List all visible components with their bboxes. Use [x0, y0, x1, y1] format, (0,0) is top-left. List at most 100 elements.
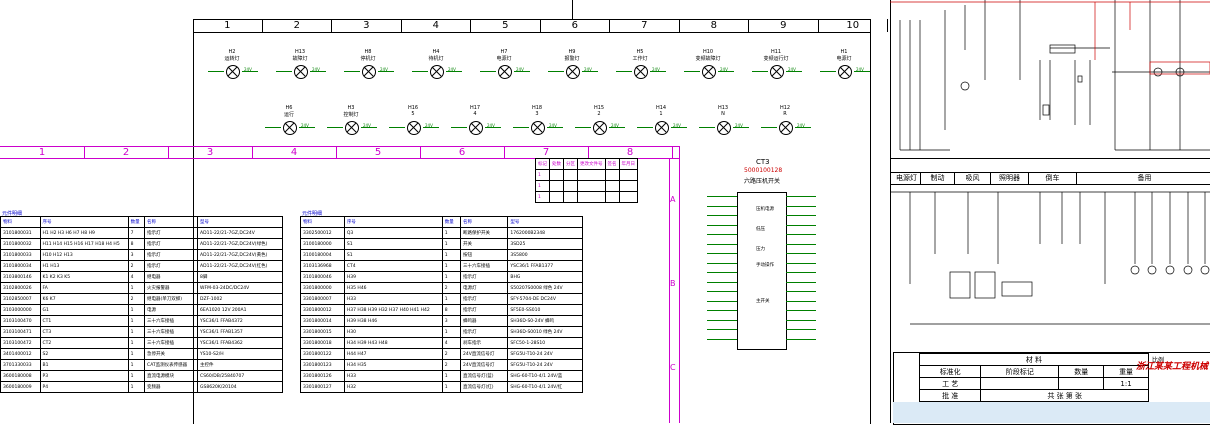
- bom-cell: 3301800123: [300, 359, 345, 371]
- lamp-lead-left: [412, 71, 428, 72]
- bom-cell: 指示灯: [144, 260, 199, 272]
- lamp-lead-right: [378, 71, 394, 72]
- bom-cell: DZF-1002: [197, 293, 283, 305]
- revision-cell: 1: [535, 180, 550, 192]
- lamp-lead-left: [276, 71, 292, 72]
- bom-cell: 3301800018: [300, 337, 345, 349]
- bom-cell: 电源灯: [460, 282, 509, 294]
- ct3-pin-lead-right: [786, 291, 816, 292]
- bom-cell: H35 H46: [343, 282, 443, 294]
- bom-cell: 3103000000: [0, 304, 41, 316]
- ct3-inner-label: 压力: [756, 247, 765, 252]
- lamp-icon: [566, 65, 580, 79]
- ct3-inner-label: 主开关: [756, 299, 770, 304]
- bom-cell: CT1: [39, 315, 129, 327]
- ct3-pin-lead-left: [707, 205, 737, 207]
- company-logo: 浙江某某工程机械: [1136, 362, 1209, 372]
- bom-cell: YSC36/1 FFAB1357: [197, 326, 283, 338]
- bom-cell: 3: [441, 315, 462, 327]
- bom-cell: 3101800033: [0, 249, 41, 261]
- lamp-label: 停机灯: [360, 56, 376, 62]
- lamp-lead-left: [761, 127, 777, 128]
- lamp-lead-right: [718, 71, 734, 72]
- bom-cell: 1: [441, 227, 462, 239]
- bom-cell: 8: [441, 304, 462, 316]
- bom-cell: 指示灯: [460, 293, 509, 305]
- lamp-lead-right: [547, 127, 563, 128]
- lamp-id: H13: [294, 49, 306, 55]
- bom-cell: 1: [441, 381, 462, 393]
- lamp-label: 故障灯: [292, 56, 308, 62]
- bom-cell: P3: [39, 370, 129, 382]
- lamp-voltage: 24V: [673, 123, 681, 128]
- bom-cell: 1: [127, 315, 146, 327]
- lamp-icon: [634, 65, 648, 79]
- lamp-icon: [531, 121, 545, 135]
- lamp-label: 电源灯: [836, 56, 852, 62]
- title-block: 材 料 标准化 阶段标记 数量 重量 工 艺 1:1 批 准 共 张 第 张 比…: [893, 352, 1210, 425]
- lamp-lead-left: [820, 71, 836, 72]
- lamp-id: H2: [228, 49, 236, 55]
- bom-cell: H1 H13: [39, 260, 129, 272]
- right-strip-header: 吸风: [955, 172, 991, 184]
- ct3-pin-lead-left: [707, 319, 737, 321]
- lamp-lead-right: [485, 127, 501, 128]
- bom-header-cell: 物料: [0, 216, 41, 228]
- bom-cell: 断路保护开关: [460, 227, 509, 239]
- main-frame-header-line: [193, 32, 870, 33]
- lamp-label: 报警灯: [564, 56, 580, 62]
- bom-cell: 1: [441, 260, 462, 272]
- pink-column-number: 1: [0, 147, 85, 158]
- bom-cell: 1: [441, 326, 462, 338]
- lamp-label: 运行: [283, 112, 294, 118]
- bom-cell: 蜂鸣器: [460, 315, 509, 327]
- title-block-row-label: 工 艺: [918, 377, 982, 390]
- ct3-pin-lead-right: [786, 224, 816, 226]
- pink-column-number: 7: [504, 147, 589, 158]
- pink-frame-inner-right: [669, 158, 670, 423]
- bom-cell: H39: [343, 271, 443, 283]
- bom-cell: 3701330033: [0, 359, 41, 371]
- bom-cell: 3101800032: [0, 238, 41, 250]
- column-number: 9: [749, 19, 819, 32]
- lamp-id: H15: [593, 105, 605, 111]
- bom-cell: H30: [343, 326, 443, 338]
- revision-header: 分区: [563, 158, 578, 170]
- bom-header-cell: 型号: [197, 216, 283, 228]
- lamp-icon: [838, 65, 852, 79]
- lamp-lead-right: [514, 71, 530, 72]
- lamp-label: 变频运行灯: [763, 56, 789, 62]
- revision-cell: 1: [535, 191, 550, 203]
- bom-header-cell: 数量: [127, 216, 146, 228]
- lamp-label: R: [783, 111, 787, 117]
- lamp-lead-left: [451, 127, 467, 128]
- lamp-lead-right: [242, 71, 258, 72]
- ct3-pin-lead-right: [786, 281, 816, 283]
- lamp-lead-right: [609, 127, 625, 128]
- bom-cell: 8: [127, 238, 146, 250]
- title-block-scale-value: 1:1: [1103, 377, 1149, 390]
- pink-column-number: 3: [168, 147, 253, 158]
- bom-cell: SHG-60-T10-4/1 24V/蓝: [507, 370, 583, 382]
- bom-cell: 3100180004: [300, 249, 345, 261]
- bom-cell: 指示灯: [144, 238, 199, 250]
- ct3-code: 5000100128: [744, 167, 783, 174]
- right-strip-header: 备用: [1077, 172, 1210, 184]
- bom-cell: H1 H2 H3 H6 H7 H8 H9: [39, 227, 129, 239]
- ct3-pin-lead-right: [786, 338, 816, 340]
- bom-cell: 24V直流信号灯: [460, 348, 509, 360]
- bom-cell: 3S5800: [507, 249, 583, 261]
- ct3-pin-lead-left: [707, 281, 737, 283]
- bom-cell: 2: [127, 260, 146, 272]
- lamp-lead-right: [650, 71, 666, 72]
- lamp-lead-left: [513, 127, 529, 128]
